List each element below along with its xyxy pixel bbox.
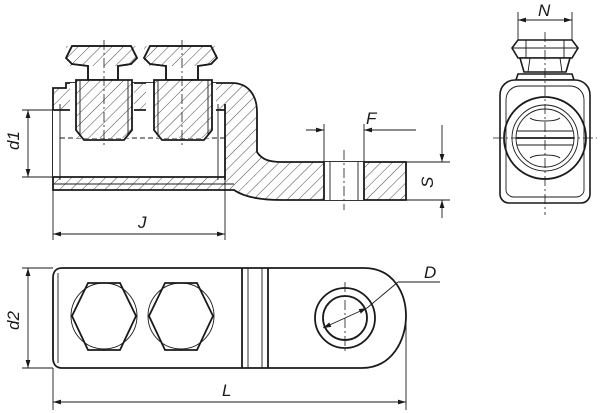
label-d1: d1 <box>4 131 23 150</box>
dimension-S: S <box>406 125 450 218</box>
label-N: N <box>538 1 551 20</box>
label-L: L <box>222 381 231 400</box>
hex-head-1 <box>70 282 138 351</box>
dimension-L: L <box>52 316 407 410</box>
dimension-J: J <box>52 180 226 240</box>
dimension-d1: d1 <box>4 109 53 178</box>
hex-head-2 <box>147 282 215 351</box>
top-view <box>52 267 407 369</box>
dimension-N: N <box>517 1 573 40</box>
dimension-d2: d2 <box>4 267 53 369</box>
end-view <box>493 32 597 215</box>
palm-hole-top <box>314 282 376 354</box>
label-D: D <box>424 263 436 282</box>
label-S: S <box>418 176 437 188</box>
label-F: F <box>366 109 378 128</box>
bolt-1-section <box>64 40 139 146</box>
palm-hole-section <box>323 150 365 210</box>
label-d2: d2 <box>4 311 23 330</box>
dimension-D: D <box>366 263 440 309</box>
bolt-2-section <box>142 40 219 146</box>
dimension-F: F <box>306 109 416 162</box>
label-J: J <box>137 213 147 232</box>
